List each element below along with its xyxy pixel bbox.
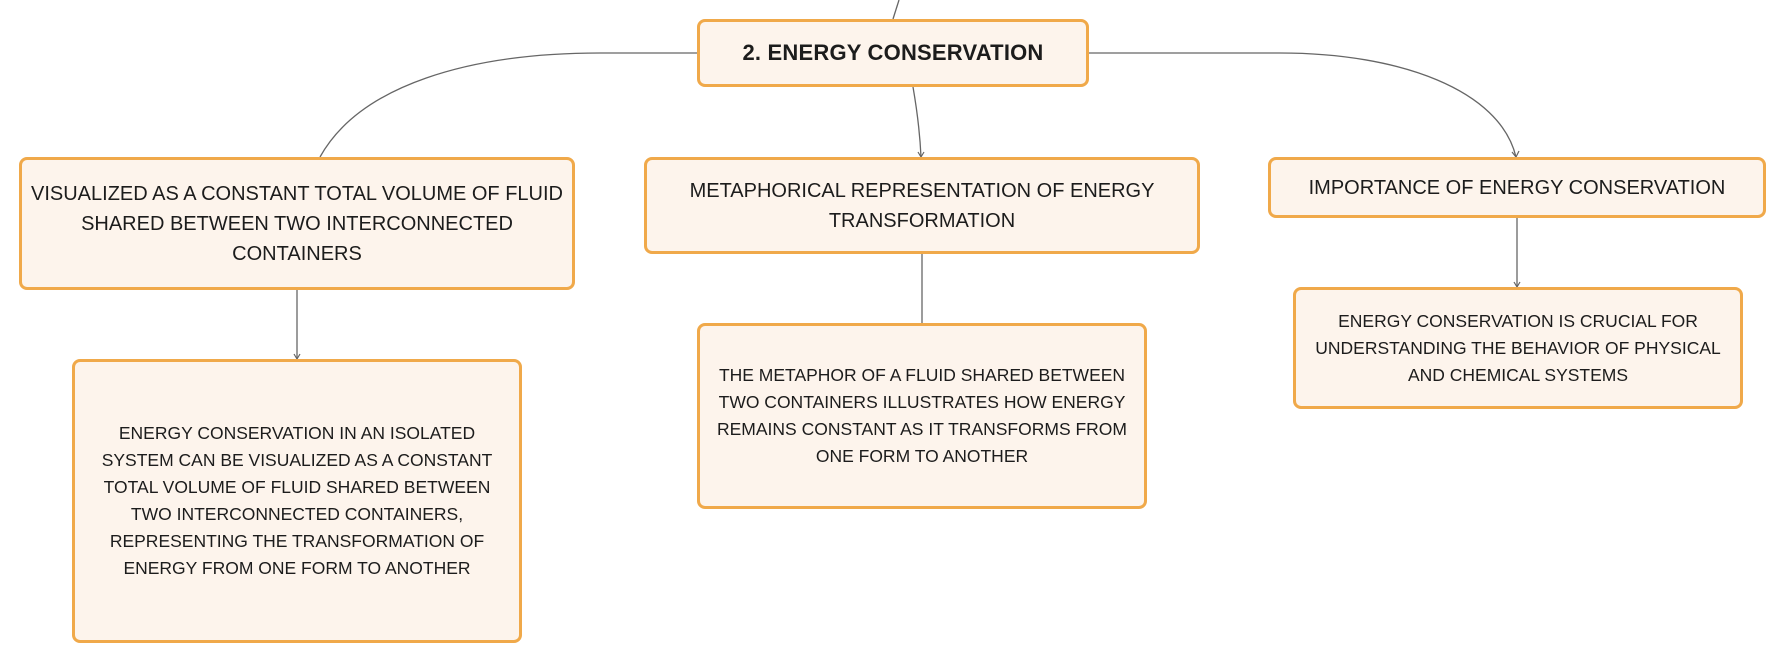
root-node[interactable]: 2. ENERGY CONSERVATION [697,19,1089,87]
branch-node-metaphorical[interactable]: METAPHORICAL REPRESENTATION OF ENERGY TR… [644,157,1200,254]
leaf-node-visualized-detail[interactable]: ENERGY CONSERVATION IN AN ISOLATED SYSTE… [72,359,522,643]
connector-root-to-right [1089,52,1517,158]
leaf-node-text: THE METAPHOR OF A FLUID SHARED BETWEEN T… [717,365,1127,466]
connector-root-to-mid [912,86,922,158]
branch-node-importance[interactable]: IMPORTANCE OF ENERGY CONSERVATION [1268,157,1766,218]
root-node-title: 2. ENERGY CONSERVATION [742,40,1044,65]
branch-node-label: IMPORTANCE OF ENERGY CONSERVATION [1308,176,1726,199]
leaf-node-text: ENERGY CONSERVATION IS CRUCIAL FOR UNDER… [1315,310,1721,385]
leaf-node-text: ENERGY CONSERVATION IN AN ISOLATED SYSTE… [101,423,493,578]
connector-root-to-left [319,52,697,158]
connector-parent-to-root [892,0,900,20]
leaf-node-metaphor-detail[interactable]: THE METAPHOR OF A FLUID SHARED BETWEEN T… [697,323,1147,509]
branch-node-visualized[interactable]: VISUALIZED AS A CONSTANT TOTAL VOLUME OF… [19,157,575,290]
branch-node-label: VISUALIZED AS A CONSTANT TOTAL VOLUME OF… [31,182,563,265]
branch-node-label: METAPHORICAL REPRESENTATION OF ENERGY TR… [689,179,1155,232]
leaf-node-importance-detail[interactable]: ENERGY CONSERVATION IS CRUCIAL FOR UNDER… [1293,287,1743,409]
